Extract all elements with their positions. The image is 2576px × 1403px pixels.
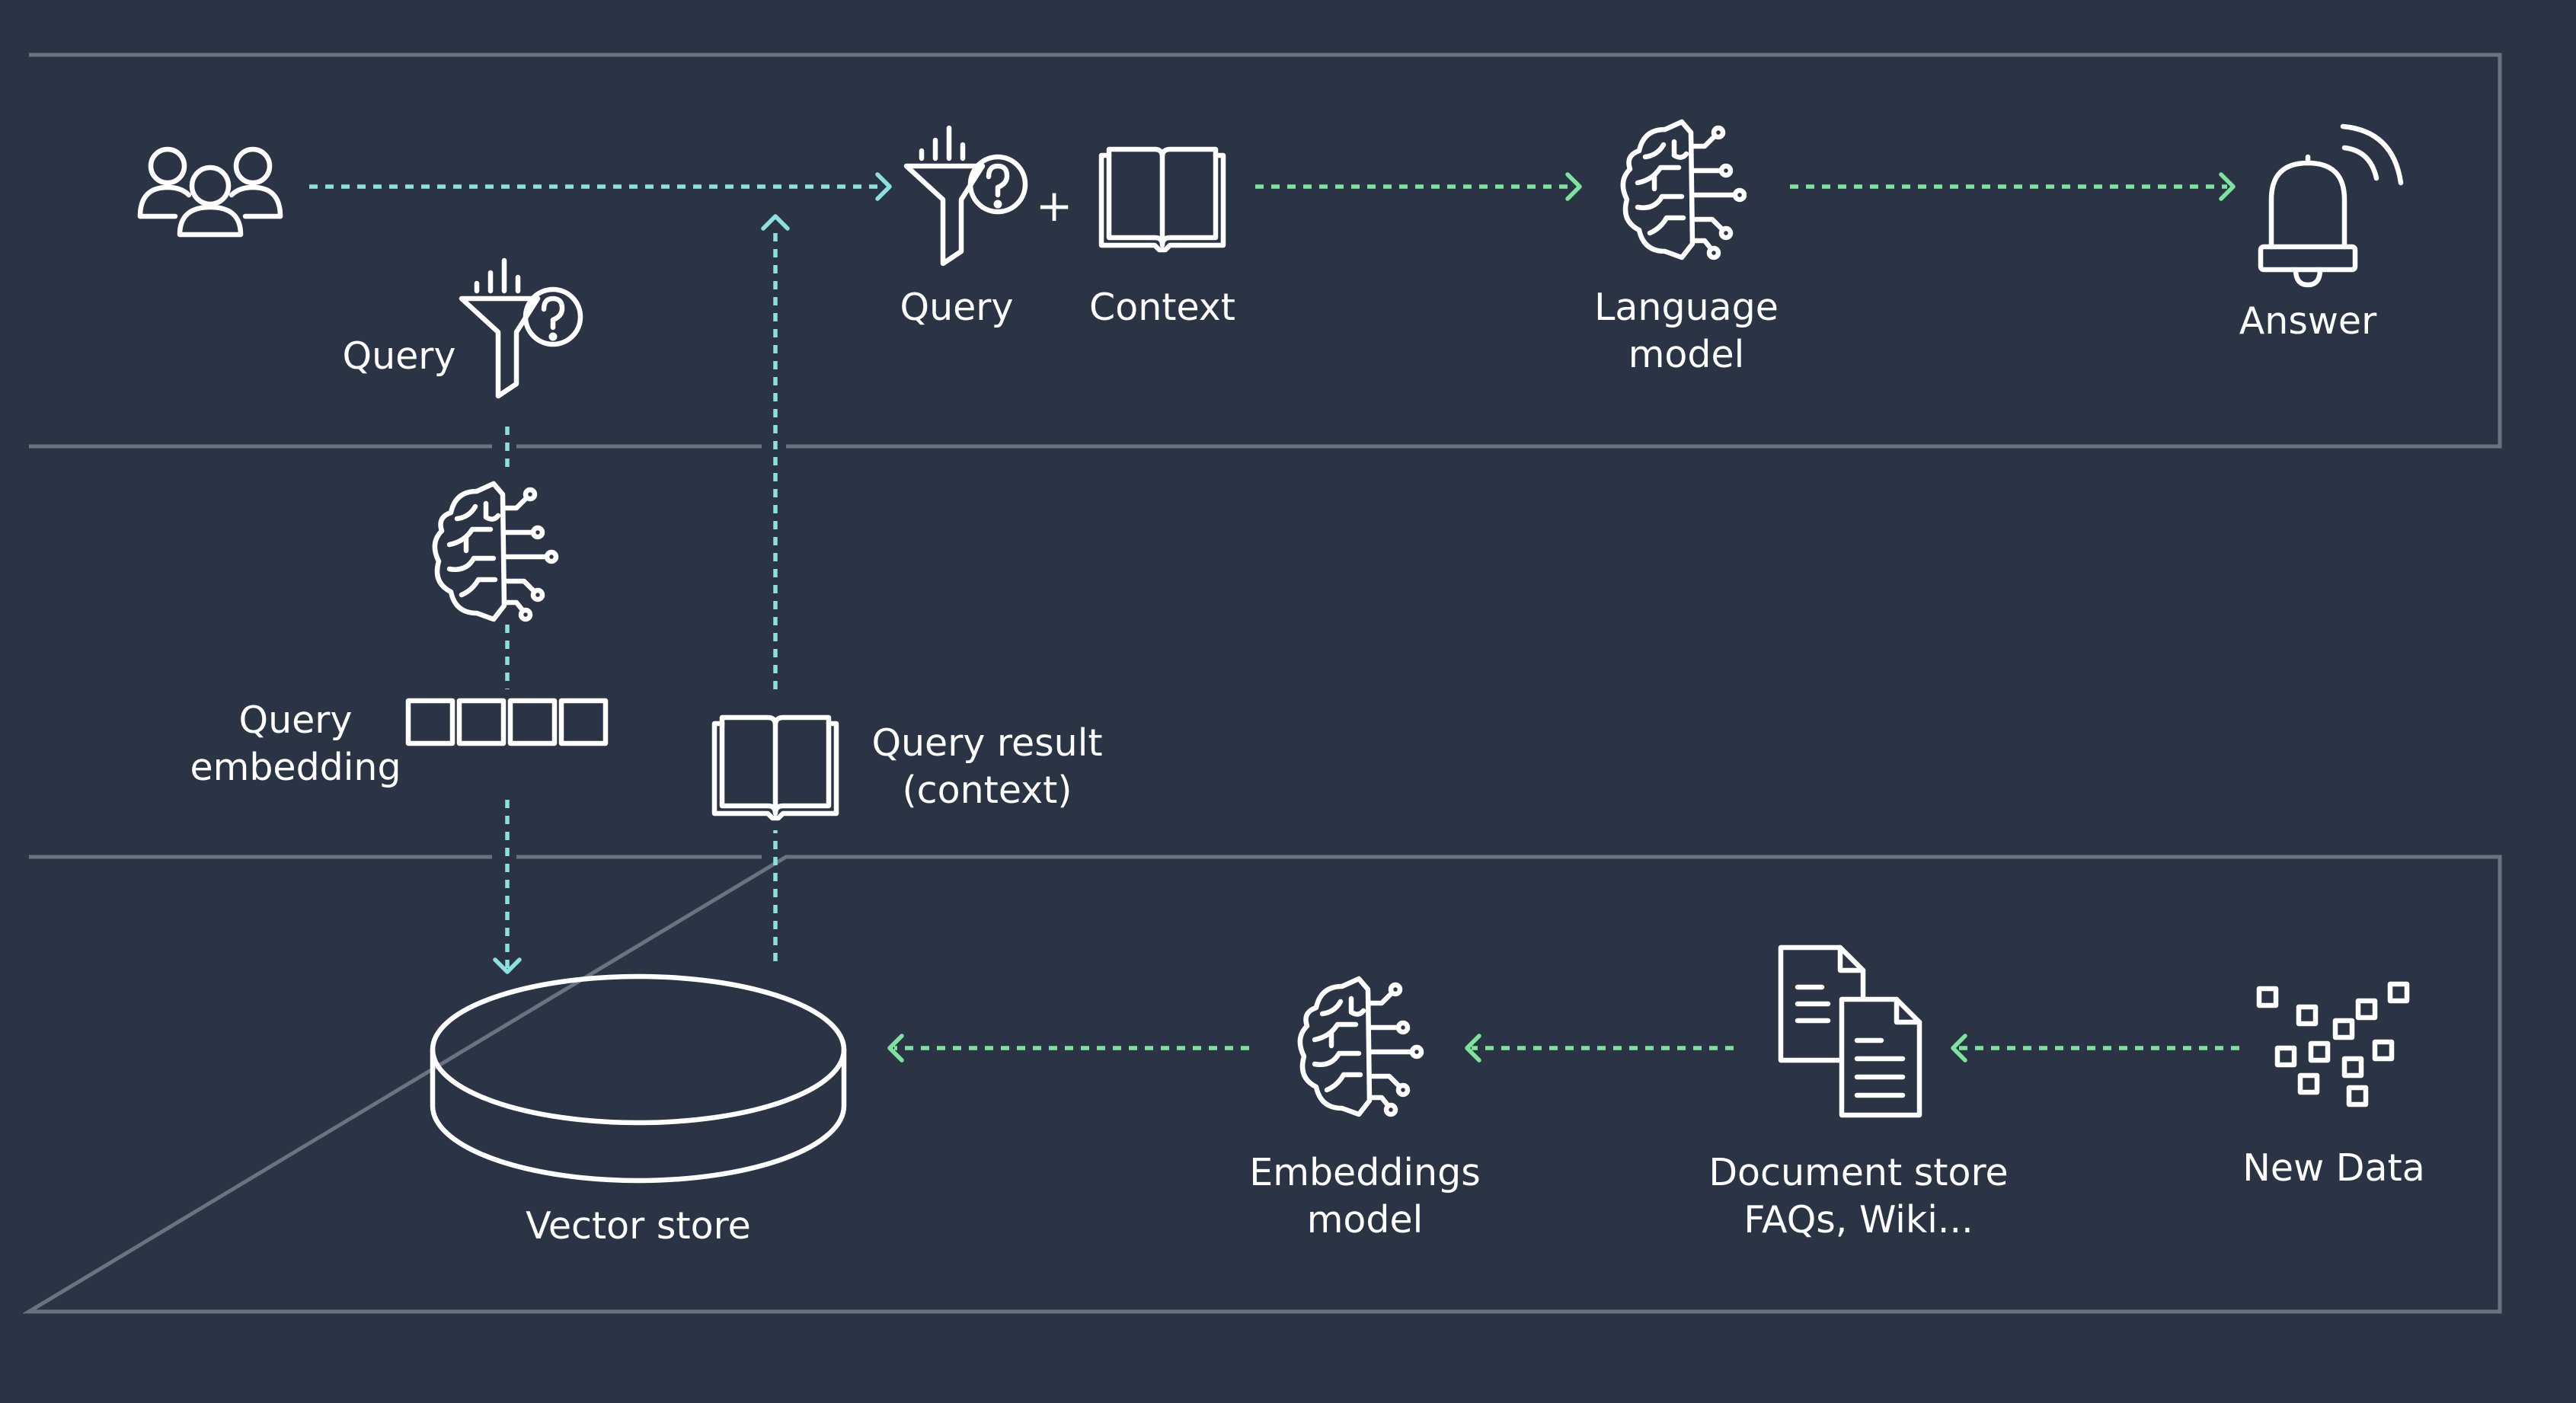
- flow-embeddings-to-vector-store: [887, 1034, 1249, 1063]
- bottom-frame: [21, 855, 2502, 1314]
- database-disk-icon: [430, 973, 847, 1184]
- label-document-store-line1: Document store: [1708, 1151, 2008, 1194]
- label-vector-store: Vector store: [526, 1204, 751, 1248]
- bell-icon: [2258, 123, 2404, 288]
- documents-icon: [1778, 944, 1922, 1118]
- label-query-left: Query: [343, 334, 456, 378]
- label-embeddings-model-line1: Embeddings: [1249, 1151, 1480, 1194]
- label-answer: Answer: [2239, 299, 2377, 343]
- flow-query-to-vector-store: [493, 427, 522, 974]
- flow-new-data-to-document-store: [1951, 1034, 2239, 1063]
- brain-circuit-icon-embeddings: [1300, 979, 1421, 1114]
- users-icon: [137, 146, 283, 238]
- funnel-question-icon-left: [462, 260, 580, 396]
- label-query-top: Query: [900, 286, 1014, 329]
- label-query-result-line1: Query result: [871, 721, 1102, 765]
- label-document-store-line2: FAQs, Wiki...: [1743, 1198, 1973, 1242]
- label-language-model-line2: model: [1628, 333, 1745, 376]
- open-book-icon-result: [714, 717, 836, 818]
- data-points-icon: [2256, 981, 2410, 1107]
- top-frame: [29, 53, 2502, 449]
- flow-users-to-query: [309, 172, 892, 201]
- brain-circuit-icon: [1623, 122, 1744, 257]
- funnel-question-icon: [906, 128, 1025, 264]
- flow-document-store-to-embeddings: [1465, 1034, 1734, 1063]
- flow-query-result-to-query: [761, 214, 790, 961]
- label-context: Context: [1089, 286, 1235, 329]
- label-query-result-line2: (context): [903, 769, 1072, 812]
- label-query-embedding-line1: Query: [239, 698, 353, 742]
- label-language-model-line1: Language: [1594, 286, 1779, 329]
- vector-cells-icon: [405, 698, 609, 746]
- brain-circuit-icon-query: [435, 484, 556, 619]
- plus-sign: +: [1036, 180, 1073, 232]
- flow-context-to-language-model: [1255, 172, 1582, 201]
- open-book-icon: [1101, 149, 1223, 250]
- label-new-data: New Data: [2242, 1146, 2424, 1190]
- flow-language-model-to-answer: [1790, 172, 2236, 201]
- label-embeddings-model-line2: model: [1307, 1198, 1424, 1242]
- label-query-embedding-line2: embedding: [190, 746, 401, 789]
